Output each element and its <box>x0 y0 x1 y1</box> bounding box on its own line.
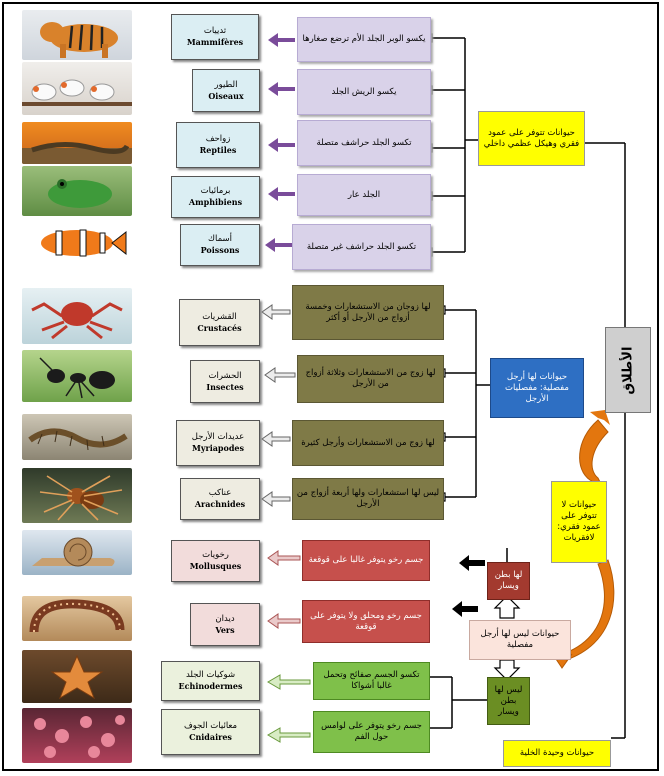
legless-branch: حيوانات ليس لها أرجل مفصلية <box>469 620 571 660</box>
lizard-image <box>22 122 132 164</box>
frog-image <box>22 166 132 216</box>
unicellular-branch: حيوانات وحيدة الخلية <box>503 740 611 767</box>
desc-insects: لها زوج من الاستشعارات وثلاثة أزواج من ا… <box>297 355 444 403</box>
desc-mammals: يكسو الوبر الجلد الأم ترضع صغارها <box>297 17 431 62</box>
desc-myriapods: لها زوج من الاستشعارات وأرجل كثيرة <box>292 420 444 466</box>
snail-image <box>22 530 132 575</box>
arthropods-branch: حيوانات لها أرجل مفصلية: مفصليات الأرجل <box>490 358 584 418</box>
desc-reptiles: تكسو الجلد حراشف متصلة <box>297 120 431 166</box>
birds-image <box>22 62 132 115</box>
vertebrates-branch: حيوانات تتوفر على عمود فقري وهيكل عظمي د… <box>478 111 585 166</box>
desc-cnidarians: جسم رخو يتوفر على لوامس حول الفم <box>313 711 430 753</box>
starfish-image <box>22 650 132 703</box>
desc-mollusks: جسم رخو يتوفر غالبا على قوقعة <box>302 540 430 581</box>
root-label: الأطلاق <box>620 346 636 394</box>
root-node: الأطلاق <box>605 327 651 413</box>
worm-image <box>22 596 132 641</box>
centipede-image <box>22 414 132 460</box>
has-shell-branch: لها بطن ويسار <box>487 562 530 600</box>
desc-crustaceans: لها زوجان من الاستشعارات وخمسة أزواج من … <box>292 285 444 340</box>
clownfish-image <box>22 222 132 264</box>
no-shell-branch: ليس لها بطن ويسار <box>487 677 530 725</box>
desc-birds: يكسو الريش الجلد <box>297 69 431 115</box>
tiger-image <box>22 10 132 60</box>
crab-image <box>22 288 132 344</box>
desc-echinoderms: تكسو الجسم صفائح وتحمل غالبا أشواكا <box>313 662 430 700</box>
desc-amphibians: الجلد عار <box>297 174 431 216</box>
coral-image <box>22 708 132 763</box>
desc-arachnids: ليس لها استشعارات ولها أربعة أزواج من ال… <box>292 478 444 520</box>
invertebrates-branch: حيوانات لا تتوفر على عمود فقري: لافقريات <box>551 481 607 563</box>
ant-image <box>22 350 132 402</box>
desc-worms: جسم رخو ومحلق ولا يتوفر على قوقعة <box>302 600 430 643</box>
spider-image <box>22 468 132 523</box>
desc-fish: تكسو الجلد حراشف غير متصلة <box>292 224 431 270</box>
